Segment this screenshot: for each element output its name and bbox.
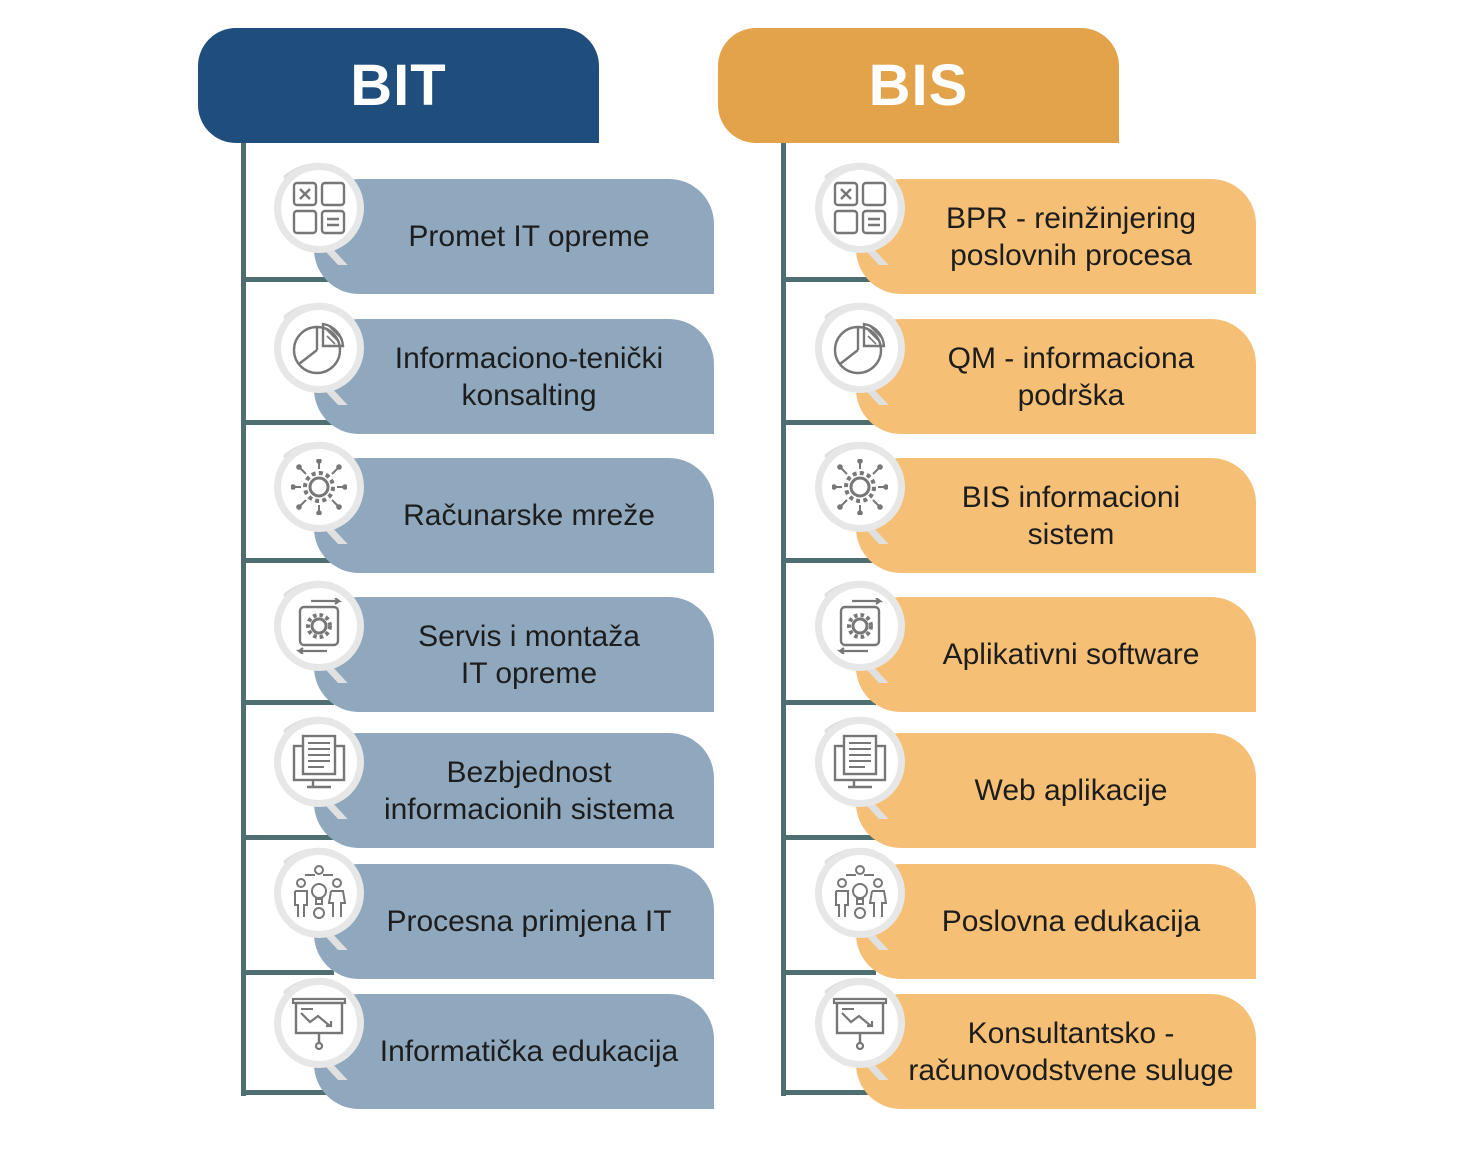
service-item-label: Konsultantsko - računovodstvene suluge: [908, 1016, 1234, 1087]
service-item: QM - informaciona podrška: [856, 319, 1256, 434]
column-header: BIS: [718, 28, 1119, 143]
connector-horizontal-line: [241, 558, 334, 563]
connector-horizontal-line: [241, 277, 334, 282]
service-item: Informatička edukacija: [314, 994, 714, 1109]
connector-vertical-line: [241, 143, 246, 1096]
pie-chart-icon: [272, 301, 376, 405]
service-item: Bezbjednost informacionih sistema: [314, 733, 714, 848]
service-item-label: Poslovna edukacija: [941, 905, 1201, 938]
service-item-label: Procesna primjena IT: [386, 905, 672, 938]
service-item-label: Informatička edukacija: [379, 1035, 679, 1068]
connector-horizontal-line: [781, 700, 876, 705]
network-gear-icon: [272, 440, 376, 544]
service-item: Računarske mreže: [314, 458, 714, 573]
service-item-label: Aplikativni software: [942, 638, 1200, 671]
service-item-label: Web aplikacije: [974, 774, 1168, 807]
monitor-document-icon: [272, 715, 376, 819]
service-item: Procesna primjena IT: [314, 864, 714, 979]
calculator-icon: [272, 161, 376, 265]
monitor-document-icon: [813, 715, 917, 819]
connector-horizontal-line: [241, 1090, 334, 1095]
service-item: Servis i montaža IT opreme: [314, 597, 714, 712]
team-idea-icon: [813, 846, 917, 950]
connector-horizontal-line: [241, 970, 334, 975]
connector-horizontal-line: [781, 277, 876, 282]
column-header: BIT: [198, 28, 599, 143]
pie-chart-icon: [813, 301, 917, 405]
service-item: Informaciono-tenički konsalting: [314, 319, 714, 434]
service-item-label: BIS informacioni sistem: [961, 480, 1181, 551]
connector-horizontal-line: [241, 835, 334, 840]
gear-refresh-icon: [813, 579, 917, 683]
calculator-icon: [813, 161, 917, 265]
service-item: BIS informacioni sistem: [856, 458, 1256, 573]
service-item-label: Bezbjednost informacionih sistema: [383, 755, 675, 826]
service-item: Promet IT opreme: [314, 179, 714, 294]
service-item: Konsultantsko - računovodstvene suluge: [856, 994, 1256, 1109]
service-item-label: Servis i montaža IT opreme: [418, 619, 640, 690]
service-item-label: BPR - reinžinjering poslovnih procesa: [945, 201, 1197, 272]
service-item-label: QM - informaciona podrška: [947, 341, 1195, 412]
service-item: Poslovna edukacija: [856, 864, 1256, 979]
network-gear-icon: [813, 440, 917, 544]
connector-horizontal-line: [781, 420, 876, 425]
service-item-label: Računarske mreže: [403, 499, 655, 532]
gear-refresh-icon: [272, 579, 376, 683]
service-item: Aplikativni software: [856, 597, 1256, 712]
presentation-board-icon: [813, 976, 917, 1080]
connector-horizontal-line: [241, 420, 334, 425]
service-item: BPR - reinžinjering poslovnih procesa: [856, 179, 1256, 294]
team-idea-icon: [272, 846, 376, 950]
connector-horizontal-line: [781, 558, 876, 563]
connector-horizontal-line: [241, 700, 334, 705]
connector-horizontal-line: [781, 835, 876, 840]
presentation-board-icon: [272, 976, 376, 1080]
service-item: Web aplikacije: [856, 733, 1256, 848]
service-item-label: Informaciono-tenički konsalting: [394, 341, 664, 412]
connector-horizontal-line: [781, 1090, 876, 1095]
service-item-label: Promet IT opreme: [408, 220, 650, 253]
connector-vertical-line: [781, 143, 786, 1096]
connector-horizontal-line: [781, 970, 876, 975]
